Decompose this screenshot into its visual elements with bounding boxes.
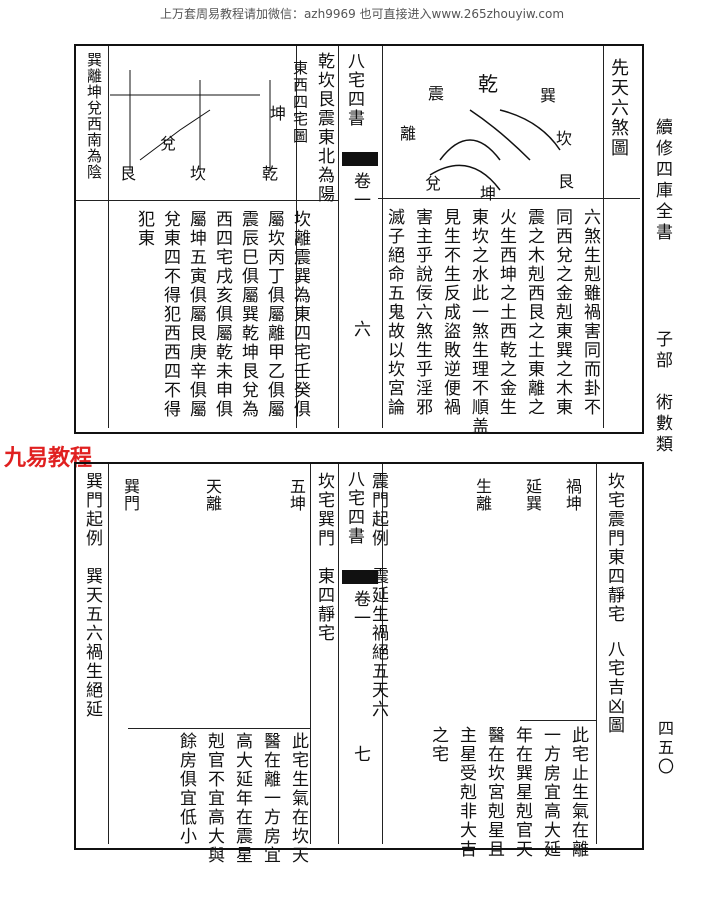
side-section: 子部 術數類 bbox=[652, 330, 672, 456]
upper-label-qian: 乾 bbox=[478, 72, 498, 96]
page-number: 四五〇 bbox=[655, 720, 674, 777]
upper-fold-leaf: 六 bbox=[350, 320, 370, 339]
upper-fishtail bbox=[342, 152, 378, 166]
lower-diag-label-3: 禍坤 bbox=[563, 478, 582, 512]
upper-right-col-7: 滅子絕命五鬼故以坎宮論 bbox=[384, 208, 404, 417]
lower-kan-head: 坎宅巽門 東四靜宅 bbox=[314, 472, 334, 643]
top-banner: 上万套周易教程请加微信：azh9969 也可直接进入www.265zhouyiw… bbox=[159, 7, 565, 21]
upper-left-col-1: 東西四宅圖 bbox=[291, 60, 309, 145]
upper-right-col-1: 同西兌之金剋東巽之木東 bbox=[552, 208, 572, 417]
upper-label-dui: 兌 bbox=[425, 174, 442, 193]
lower-diag-label-4: 天離 bbox=[203, 478, 222, 512]
upper-left-col-8: 犯東 bbox=[134, 210, 154, 248]
lower-zhen-head: 震門起例 震延生禍絕五天六 bbox=[368, 472, 388, 719]
upper-left-col-7: 兌東四不得犯西西四不得 bbox=[160, 210, 180, 419]
watermark-text: 九易教程 bbox=[4, 446, 93, 471]
side-title: 續修四庫全書 bbox=[652, 118, 672, 244]
lower-fold-title: 八宅四書 bbox=[344, 470, 364, 546]
upper-label-zhen: 震 bbox=[428, 84, 445, 103]
upper-page bbox=[74, 44, 644, 434]
lower-fold-volume: 卷一 bbox=[350, 590, 370, 628]
upper-fold-title: 八宅四書 bbox=[344, 52, 364, 128]
upper-left-col-5: 西四宅戌亥俱屬乾未申俱 bbox=[212, 210, 232, 419]
upper-left-col-6: 屬坤五寅俱屬艮庚辛俱屬 bbox=[186, 210, 206, 419]
upper-left-col-2: 坎離震巽為東四宅壬癸俱 bbox=[290, 210, 310, 419]
lower-xun-head: 巽門起例 巽天五六禍生絕延 bbox=[82, 472, 102, 719]
lower-right-col-0: 此宅止生氣在離 bbox=[568, 726, 588, 859]
upper-right-col-4: 東坎之水此一煞生理不順盖 bbox=[468, 208, 488, 436]
upper-diag-label-4: 坎 bbox=[190, 164, 208, 183]
lower-diag-label-6: 巽門 bbox=[121, 478, 140, 512]
lower-fold-leaf: 七 bbox=[350, 745, 370, 764]
lower-fishtail bbox=[342, 570, 378, 584]
lower-diag-label-2: 生離 bbox=[473, 478, 492, 512]
lower-left-col-4: 餘房俱宜低小 bbox=[176, 732, 196, 846]
lower-left-col-2: 高大延年在震星 bbox=[232, 732, 252, 865]
lower-page bbox=[74, 462, 644, 850]
lower-subtitle: 坎宅震門東四靜宅 bbox=[604, 472, 624, 624]
upper-diag-label-5: 艮 bbox=[120, 164, 138, 183]
upper-right-col-5: 見生不生反成盜敗逆便禍 bbox=[440, 208, 460, 417]
upper-right-col-2: 震之木剋西艮之土東離之 bbox=[524, 208, 544, 417]
lower-left-col-0: 此宅生氣在坎天 bbox=[288, 732, 308, 865]
upper-chart-title: 先天六煞圖 bbox=[608, 58, 629, 158]
upper-left-col-4: 震辰巳俱屬巽乾坤艮兌為 bbox=[238, 210, 258, 419]
lower-right-col-4: 主星受剋非大吉 bbox=[456, 726, 476, 859]
lower-chart-title: 八宅吉凶圖 bbox=[604, 640, 624, 735]
upper-fold-volume: 卷一 bbox=[350, 172, 370, 210]
upper-right-col-0: 六煞生剋雖禍害同而卦不 bbox=[580, 208, 600, 417]
lower-right-col-5: 之宅 bbox=[428, 726, 448, 764]
upper-left-col-0: 乾坎艮震東北為陽 bbox=[314, 52, 334, 204]
lower-right-col-1: 一方房宜高大延 bbox=[540, 726, 560, 859]
upper-label-kun: 坤 bbox=[480, 184, 497, 203]
upper-label-xun: 巽 bbox=[540, 86, 557, 105]
upper-left-col-3: 屬坎丙丁俱屬離甲乙俱屬 bbox=[264, 210, 284, 419]
lower-left-col-3: 剋官不宜高大與 bbox=[204, 732, 224, 865]
upper-diag-label-2: 兌 bbox=[160, 134, 178, 153]
lower-right-col-2: 年在巽星剋官天 bbox=[512, 726, 532, 859]
lower-diag-label-5: 五坤 bbox=[287, 478, 306, 512]
lower-right-col-3: 醫在坎宮剋星且 bbox=[484, 726, 504, 859]
upper-label-li: 離 bbox=[400, 124, 417, 143]
lower-left-col-1: 醫在離一方房宜 bbox=[260, 732, 280, 865]
upper-diag-label-1: 坤 bbox=[270, 104, 288, 123]
upper-right-col-3: 火生西坤之土西乾之金生 bbox=[496, 208, 516, 417]
lower-diag-label-1: 延巽 bbox=[523, 478, 542, 512]
upper-diag-label-3: 乾 bbox=[262, 164, 280, 183]
upper-right-col-6: 害主乎說佞六煞生乎淫邪 bbox=[412, 208, 432, 417]
upper-yin-label: 巽離坤兌西南為陰 bbox=[85, 52, 103, 180]
upper-label-kan: 坎 bbox=[556, 129, 573, 148]
upper-label-gen: 艮 bbox=[558, 172, 575, 191]
